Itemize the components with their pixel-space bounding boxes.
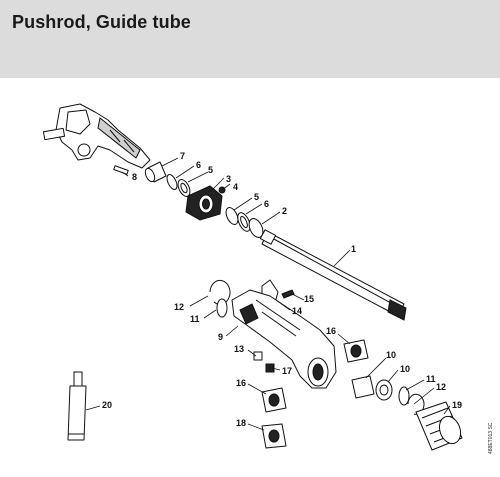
damper-part-16-right[interactable] bbox=[343, 339, 369, 363]
label-part-16-right: 16 bbox=[326, 326, 336, 336]
label-part-12-lower: 12 bbox=[436, 382, 446, 392]
label-part-9: 9 bbox=[218, 332, 223, 342]
ring-part-11-lower[interactable] bbox=[398, 386, 410, 406]
clamp-part-3[interactable] bbox=[185, 185, 223, 221]
label-part-11-upper: 11 bbox=[190, 314, 200, 324]
pushrod-part-1[interactable] bbox=[259, 229, 407, 321]
label-part-6-lower: 6 bbox=[264, 199, 269, 209]
ring-part-5-lower[interactable] bbox=[224, 206, 241, 227]
label-part-6-upper: 6 bbox=[196, 160, 201, 170]
label-part-17: 17 bbox=[282, 366, 292, 376]
ring-part-5-upper[interactable] bbox=[176, 178, 193, 199]
label-part-4: 4 bbox=[233, 182, 238, 192]
nut-part-17[interactable] bbox=[265, 363, 275, 373]
label-part-2: 2 bbox=[282, 206, 287, 216]
bushing-part-7[interactable] bbox=[143, 161, 167, 183]
bearing-part-10-lower[interactable] bbox=[375, 379, 393, 401]
gear-housing-part[interactable] bbox=[42, 103, 151, 169]
ring-part-6-lower[interactable] bbox=[235, 211, 253, 233]
label-part-5-lower: 5 bbox=[254, 192, 259, 202]
grease-tube-part-20[interactable] bbox=[67, 371, 87, 441]
label-part-19: 19 bbox=[452, 400, 462, 410]
damper-part-16-left[interactable] bbox=[261, 387, 287, 413]
label-part-12-upper: 12 bbox=[174, 302, 184, 312]
label-part-20: 20 bbox=[102, 400, 112, 410]
label-part-7: 7 bbox=[180, 151, 185, 161]
label-part-14: 14 bbox=[292, 306, 302, 316]
label-part-5-upper: 5 bbox=[208, 165, 213, 175]
label-part-10-upper: 10 bbox=[386, 350, 396, 360]
bearing-part-10-upper[interactable] bbox=[351, 375, 375, 399]
label-part-3: 3 bbox=[226, 174, 231, 184]
label-part-16-left: 16 bbox=[236, 378, 246, 388]
label-part-1: 1 bbox=[351, 244, 356, 254]
label-part-18: 18 bbox=[236, 418, 246, 428]
exploded-parts-diagram: 7 6 5 8 3 4 5 6 2 1 12 11 9 15 14 13 17 … bbox=[0, 78, 500, 477]
label-part-11-lower: 11 bbox=[426, 374, 436, 384]
damper-part-18[interactable] bbox=[261, 423, 287, 449]
page-title: Pushrod, Guide tube bbox=[12, 12, 191, 32]
bellows-part-19[interactable] bbox=[415, 401, 464, 451]
label-part-13: 13 bbox=[234, 344, 244, 354]
ring-part-6-upper[interactable] bbox=[165, 173, 179, 191]
ring-part-11-upper[interactable] bbox=[216, 298, 228, 318]
label-part-8: 8 bbox=[132, 172, 137, 182]
drawing-code: 488ET013 SC bbox=[488, 422, 494, 454]
pin-part-8[interactable] bbox=[113, 165, 129, 175]
screw-part-15[interactable] bbox=[281, 289, 295, 299]
header-bar: Pushrod, Guide tube bbox=[0, 0, 500, 78]
label-part-10-lower: 10 bbox=[400, 364, 410, 374]
screw-part-13[interactable] bbox=[253, 351, 263, 361]
label-part-15: 15 bbox=[304, 294, 314, 304]
ring-part-2[interactable] bbox=[246, 216, 265, 239]
